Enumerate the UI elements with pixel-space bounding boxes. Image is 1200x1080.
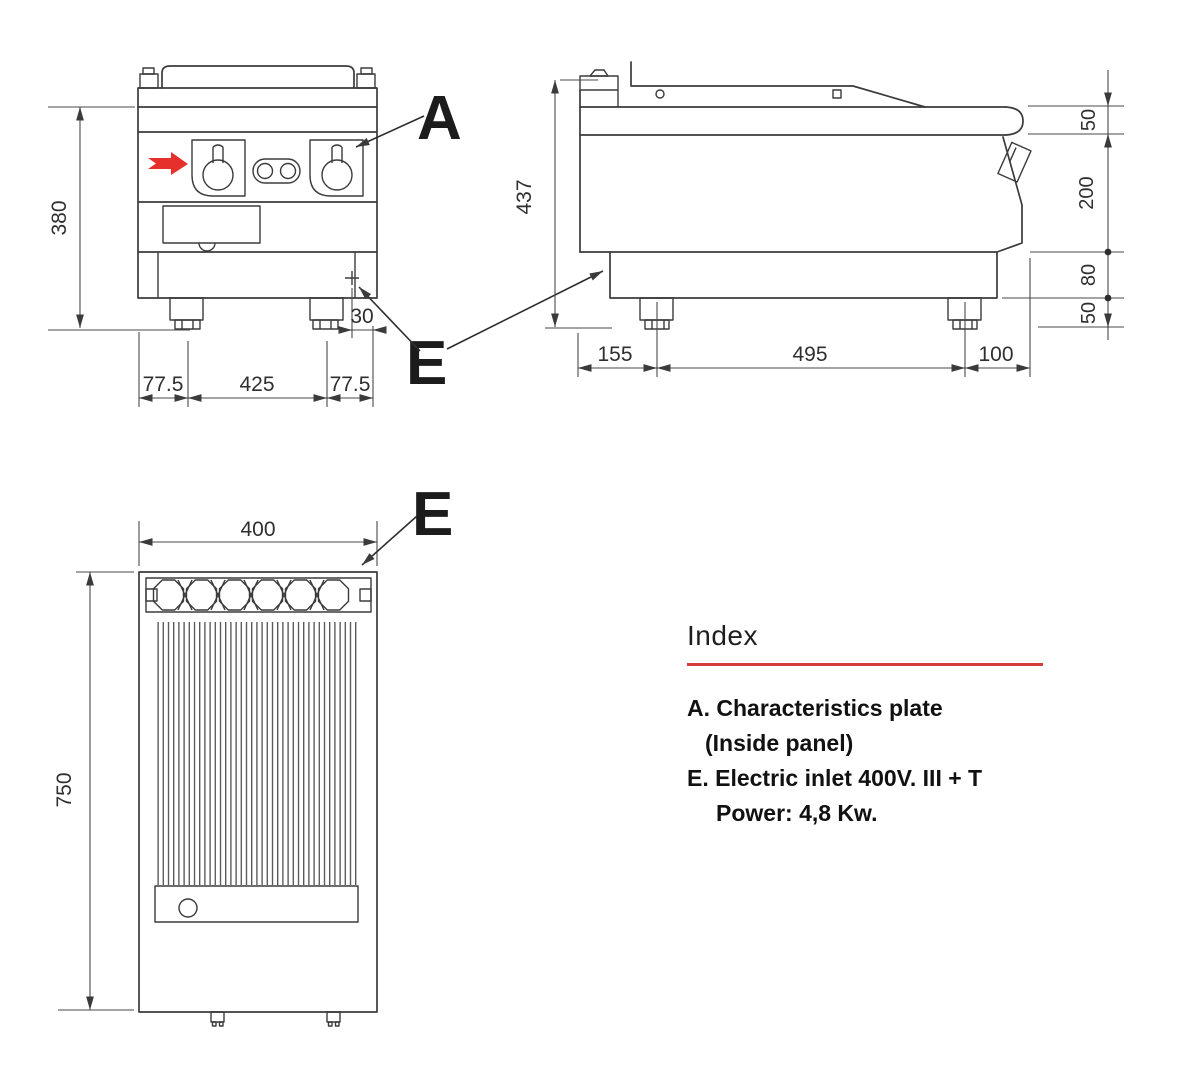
dim-front-foot-left: 77.5 [143,373,184,396]
knob-left [202,144,234,191]
callout-e-front-label: E [406,329,447,398]
index-legend: Index A. Characteristics plate (Inside p… [687,620,1057,831]
channel-rings [145,579,372,611]
top-view: 400 750 E [53,480,453,1027]
side-dimensions: 437 155 495 100 50 200 80 50 [513,70,1124,377]
top-callouts: E [361,480,453,566]
front-callouts: A E [355,84,604,398]
dim-side-plinth-height: 80 [1078,264,1100,286]
front-view-outline [137,65,378,330]
callout-a-label: A [417,84,462,153]
dim-front-height: 380 [48,200,71,235]
callout-a-arrow [355,115,425,148]
red-pointer-arrow-icon [148,152,188,175]
side-feet [639,297,982,330]
dim-front-foot-right: 77.5 [330,373,371,396]
dim-side-back-offset: 155 [597,343,632,366]
dim-side-edge-height: 50 [1078,109,1100,131]
index-divider [687,663,1043,666]
knob-right [321,144,353,191]
side-view: 437 155 495 100 50 200 80 50 [513,61,1124,377]
dim-top-width: 400 [240,518,275,541]
dim-side-foot-span: 495 [792,343,827,366]
index-item-a: A. Characteristics plate [687,695,943,721]
index-title: Index [687,620,758,651]
front-dimensions: 380 77.5 425 77.5 30 [48,106,387,407]
drip-tray-strip [154,885,359,923]
dim-front-inlet-offset: 30 [350,305,373,328]
drawer-front [162,205,261,252]
dim-side-front-offset: 100 [978,343,1013,366]
dim-side-panel-height: 200 [1076,176,1098,209]
control-panel [148,139,364,285]
knob-recess-right [309,139,364,197]
index-item-a-note: (Inside panel) [705,730,854,756]
callout-e-arrow-front [358,286,421,352]
side-knob [997,141,1032,183]
grill-ribs [156,622,358,885]
electric-inlet-mark [345,271,359,285]
front-view: 380 77.5 425 77.5 30 A E [48,65,604,407]
top-dimensions: 400 750 [53,518,378,1011]
dim-side-foot-height: 50 [1078,302,1100,324]
index-item-e-power: Power: 4,8 Kw. [716,800,878,826]
drain-hole [178,898,198,918]
callout-e-top-label: E [412,480,453,549]
dim-side-height: 437 [513,179,536,214]
callout-e-arrow-side [446,270,604,350]
dim-front-foot-span: 425 [239,373,274,396]
top-view-outline [138,571,378,1027]
indicator-lights [252,158,301,184]
index-item-e: E. Electric inlet 400V. III + T [687,765,983,791]
top-view-feet-tabs [210,1011,341,1027]
dim-top-depth: 750 [53,772,76,807]
callout-e-arrow-top [361,515,418,566]
rear-bracket [579,75,619,91]
side-view-outline [579,61,1032,330]
front-feet [169,297,344,330]
knob-recess-left [191,139,246,197]
